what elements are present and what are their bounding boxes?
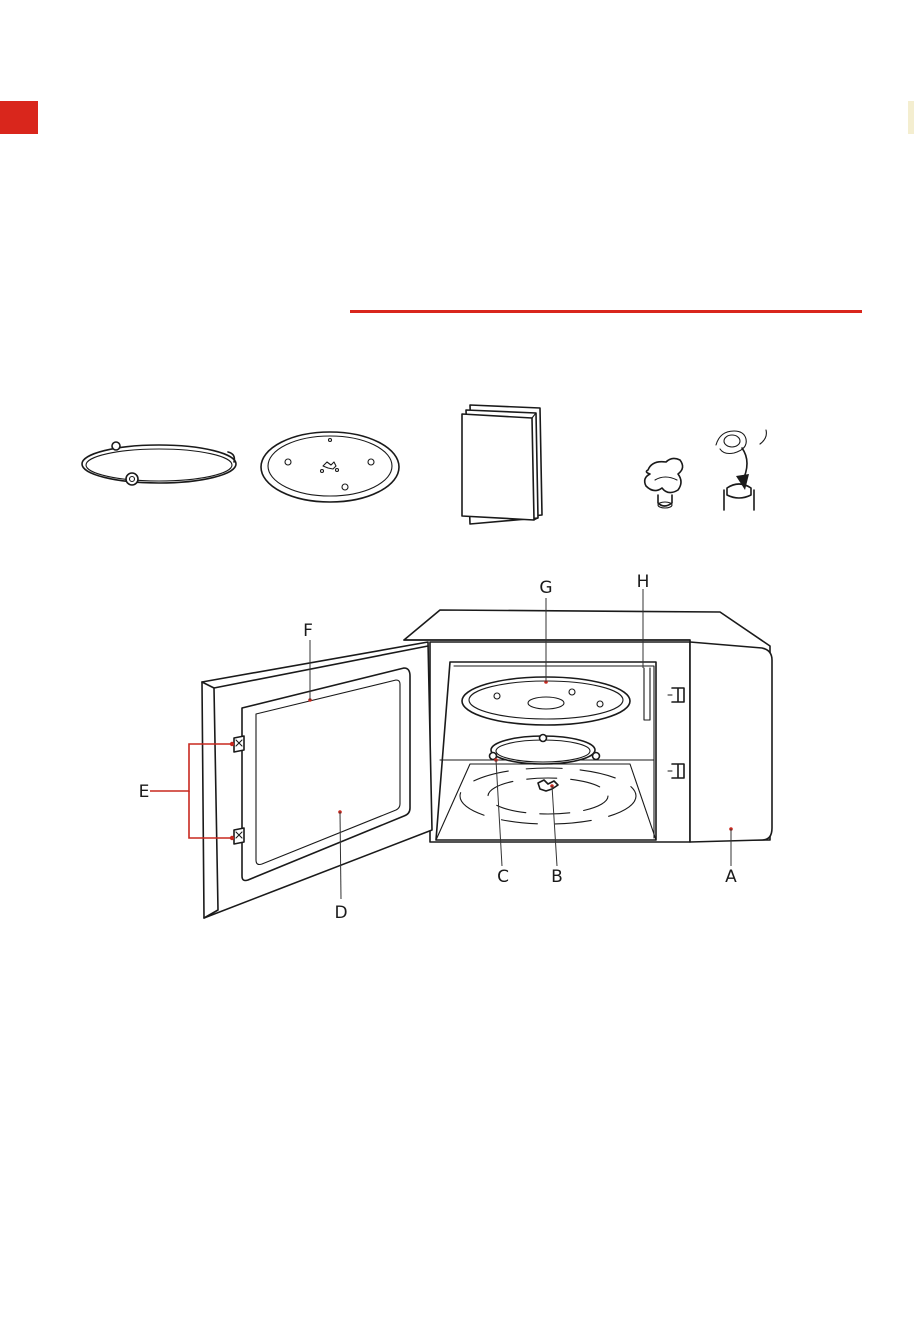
callout-h-label: H xyxy=(637,572,650,592)
callout-c-label: C xyxy=(497,867,509,887)
callout-f-label: F xyxy=(303,621,313,641)
microwave-illustration xyxy=(202,610,772,918)
callout-b-label: B xyxy=(551,867,563,887)
callout-g-label: G xyxy=(539,578,552,598)
turntable-coupler-illustration xyxy=(645,458,683,508)
callout-d-label: D xyxy=(334,903,347,923)
turntable-tray-illustration xyxy=(261,432,399,502)
roller-ring-illustration xyxy=(82,442,236,485)
instruction-manual-illustration xyxy=(462,405,542,524)
callout-e-label: E xyxy=(139,782,150,802)
coupler-shaft-illustration xyxy=(716,430,766,510)
callout-a-label: A xyxy=(725,867,737,887)
